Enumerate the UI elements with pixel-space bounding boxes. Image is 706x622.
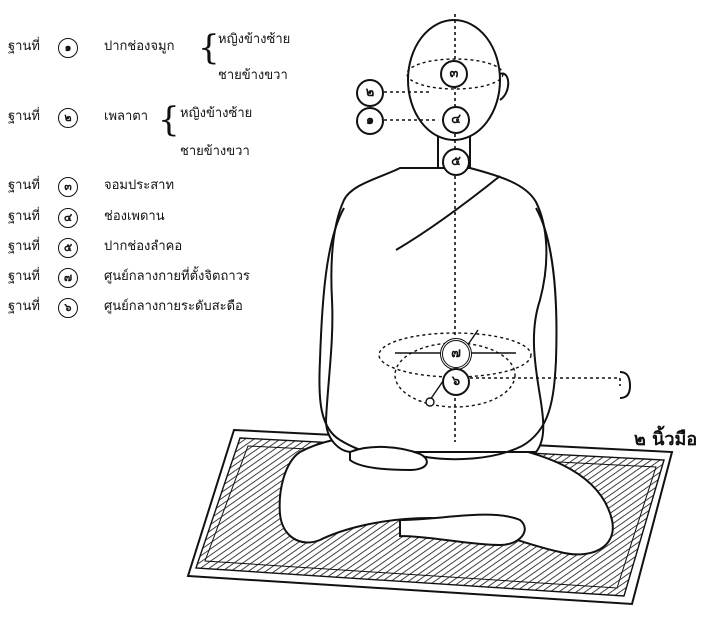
right-brace-icon: [620, 372, 630, 398]
figure-marker-4: ๔: [442, 106, 470, 134]
head: [408, 20, 508, 168]
torso: [326, 168, 546, 452]
figure-marker-5: ๕: [442, 148, 470, 176]
figure-marker-3: ๓: [440, 60, 468, 88]
navel-point: [426, 398, 434, 406]
figure-marker-1: ๑: [356, 107, 384, 135]
figure-marker-2: ๒: [356, 79, 384, 107]
figure-marker-6: ๖: [442, 368, 470, 396]
figure-marker-7: ๗: [440, 338, 472, 370]
finger-width-label: ๒ นิ้วมือ: [634, 424, 697, 453]
